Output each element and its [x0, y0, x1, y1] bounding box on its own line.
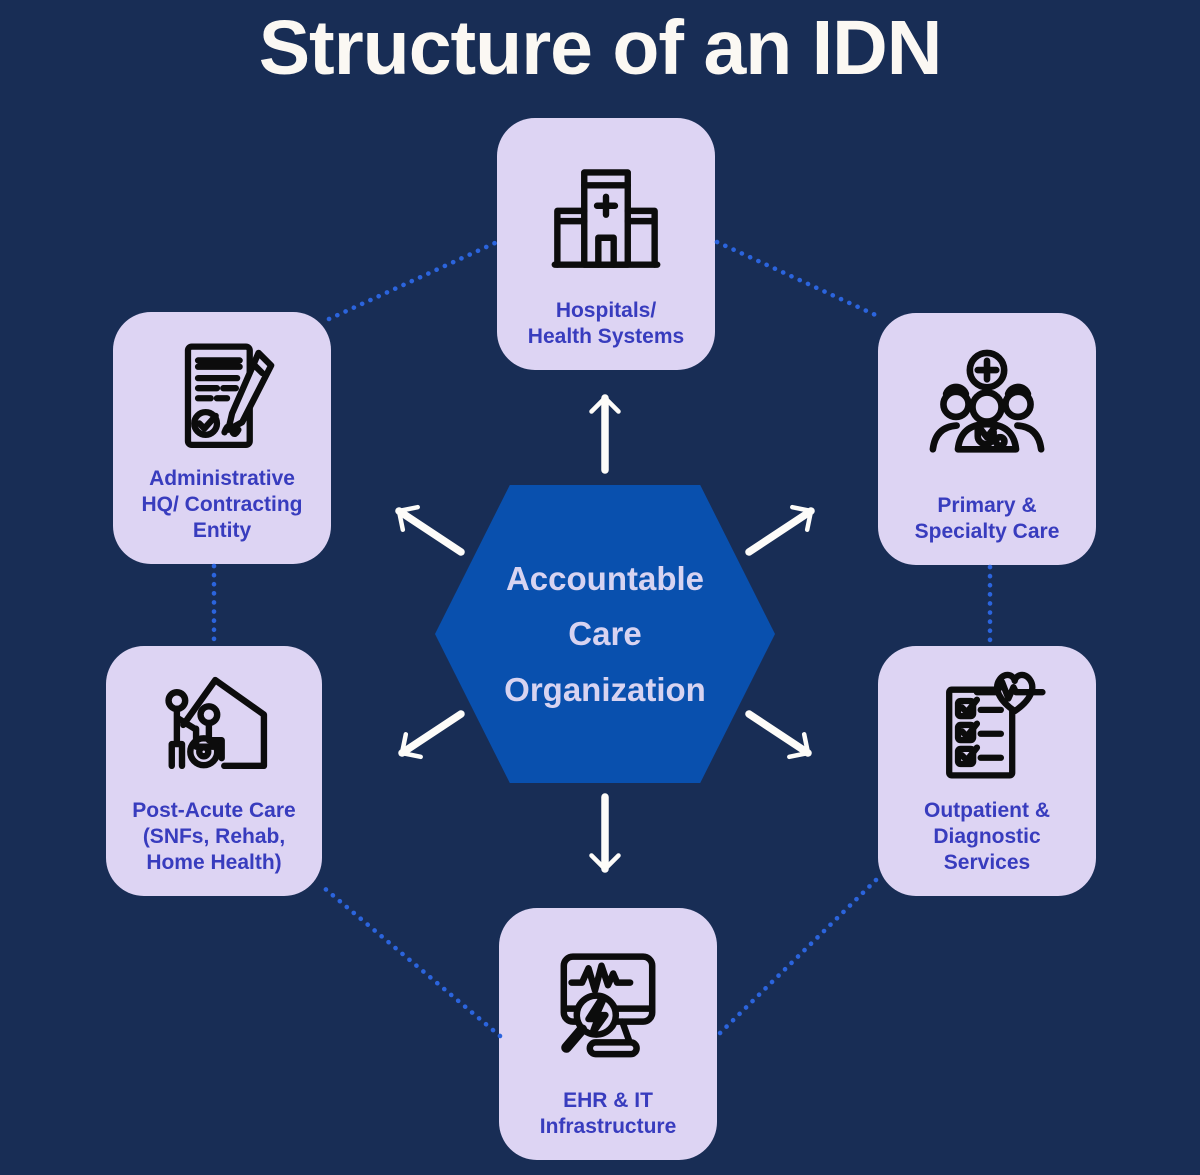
hospital-building-icon: [505, 134, 707, 298]
checklist-heart-icon: [886, 662, 1088, 798]
arrow-to-admin-hq: [395, 504, 465, 556]
node-label-ehr: EHR & IT Infrastructure: [539, 1088, 677, 1138]
node-card-primary: Primary & Specialty Care: [878, 313, 1096, 565]
node-card-post-acute: Post-Acute Care (SNFs, Rehab, Home Healt…: [106, 646, 322, 896]
dotted-link-outpatient-ehr: [713, 877, 879, 1040]
node-card-ehr: EHR & IT Infrastructure: [499, 908, 717, 1160]
dotted-link-hospitals-primary: [714, 239, 885, 321]
arrow-to-primary: [745, 504, 815, 556]
node-card-hospitals: Hospitals/ Health Systems: [497, 118, 715, 370]
node-label-outpatient: Outpatient & Diagnostic Services: [924, 798, 1050, 874]
node-card-outpatient: Outpatient & Diagnostic Services: [878, 646, 1096, 896]
dotted-link-ehr-postacute: [320, 884, 503, 1039]
arrow-to-post-acute: [398, 710, 465, 760]
node-label-post-acute: Post-Acute Care (SNFs, Rehab, Home Healt…: [132, 798, 296, 874]
node-card-admin-hq: Administrative HQ/ Contracting Entity: [113, 312, 331, 564]
dotted-link-admin-hospitals: [326, 240, 498, 322]
node-label-hospitals: Hospitals/ Health Systems: [527, 298, 685, 348]
monitor-magnifier-icon: [507, 924, 709, 1088]
page-title: Structure of an IDN: [258, 5, 943, 91]
center-label: Accountable Care Organization: [504, 559, 706, 708]
node-label-admin-hq: Administrative HQ/ Contracting Entity: [141, 466, 303, 542]
node-label-primary: Primary & Specialty Care: [914, 493, 1060, 543]
care-team-icon: [886, 329, 1088, 493]
contract-pen-icon: [121, 328, 323, 466]
home-wheelchair-icon: [114, 662, 314, 798]
arrow-to-outpatient: [745, 710, 812, 760]
center-hexagon: Accountable Care Organization: [435, 485, 775, 783]
